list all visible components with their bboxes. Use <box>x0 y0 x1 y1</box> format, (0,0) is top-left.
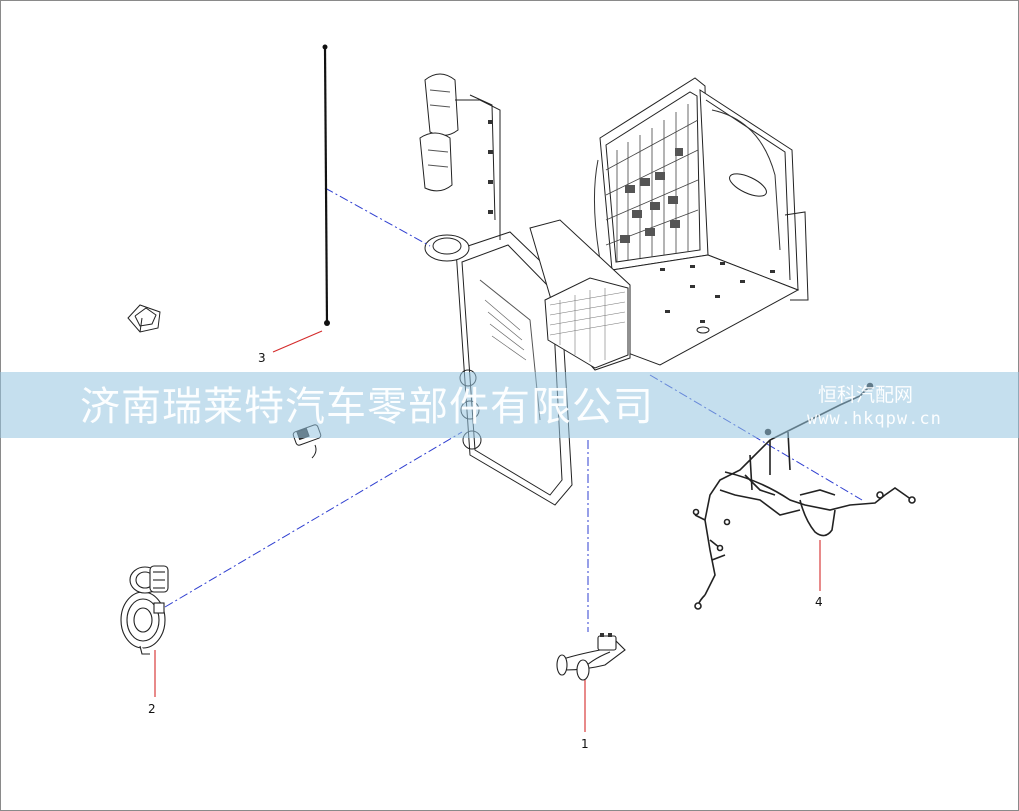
air-horn-part-1 <box>556 633 626 681</box>
fog-lamp-part-2 <box>120 565 169 655</box>
watermark-site-name: 恒科汽配网 <box>818 384 914 406</box>
watermark-company-name: 济南瑞莱特汽车零部件有限公司 <box>80 384 654 430</box>
callout-1: 1 <box>581 737 589 751</box>
watermark-site-url: www.hkqpw.cn <box>807 409 942 429</box>
watermark-banner <box>0 372 1019 438</box>
clip-bracket <box>127 304 161 333</box>
wiring-harness-part-4 <box>692 382 916 610</box>
antenna-part-3 <box>322 44 330 326</box>
callout-2: 2 <box>148 702 156 716</box>
leader-lines <box>154 330 821 732</box>
callout-3: 3 <box>258 351 266 365</box>
cab-frame <box>419 73 809 506</box>
callout-4: 4 <box>815 595 823 609</box>
